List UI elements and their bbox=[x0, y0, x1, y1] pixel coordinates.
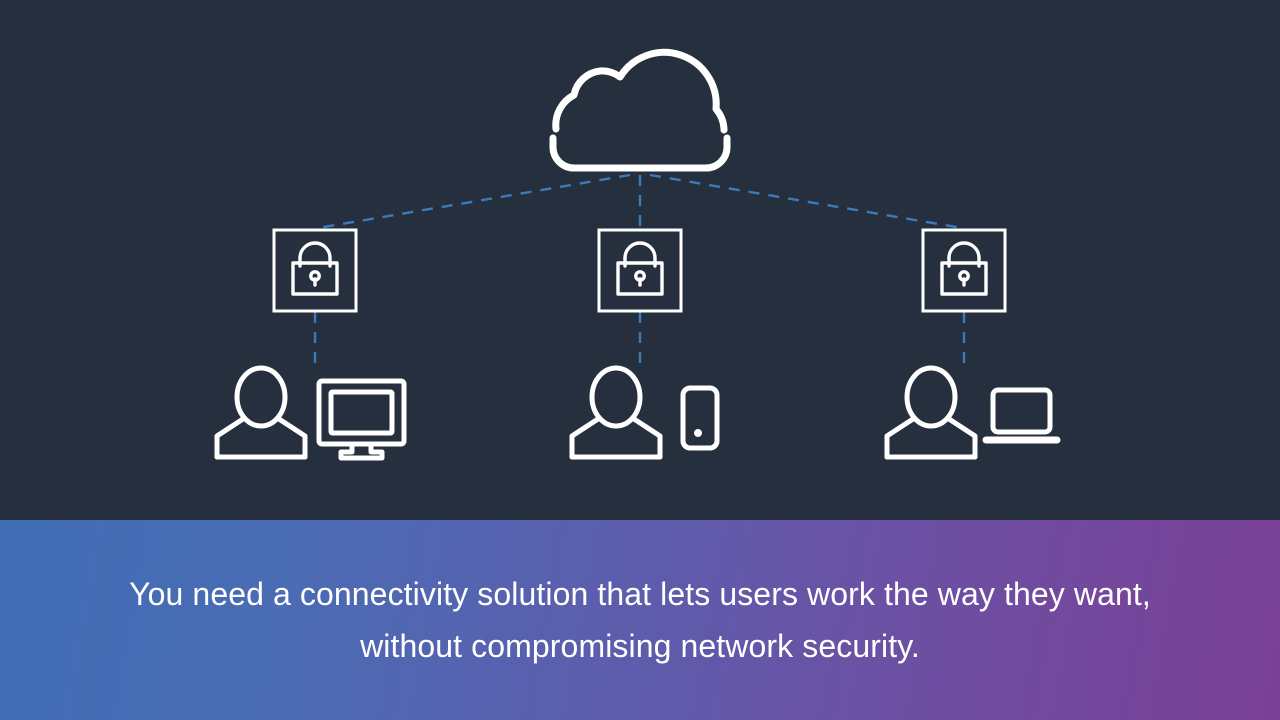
user-icon bbox=[884, 365, 978, 460]
connectivity-diagram bbox=[214, 48, 1061, 461]
lock-icon bbox=[616, 241, 664, 296]
desktop-monitor-icon bbox=[316, 378, 407, 461]
security-node-left[interactable] bbox=[272, 228, 358, 313]
endpoint-left[interactable] bbox=[214, 365, 407, 461]
user-icon bbox=[214, 365, 308, 460]
caption-bar: You need a connectivity solution that le… bbox=[0, 520, 1280, 720]
connection-cloud-to-left-lock bbox=[317, 173, 631, 230]
lock-frame bbox=[921, 228, 1007, 313]
connection-lines bbox=[317, 173, 963, 230]
endpoint-right[interactable] bbox=[884, 365, 1061, 460]
endpoint-center[interactable] bbox=[569, 365, 720, 460]
caption-line-2: without compromising network security. bbox=[360, 628, 920, 664]
lock-frame bbox=[597, 228, 683, 313]
caption-line-1: You need a connectivity solution that le… bbox=[129, 576, 1151, 612]
lock-icon bbox=[291, 241, 339, 296]
diagram-panel bbox=[214, 48, 1061, 461]
cloud-icon bbox=[549, 48, 731, 172]
user-icon bbox=[569, 365, 663, 460]
connection-lines-lower bbox=[313, 312, 966, 368]
laptop-icon bbox=[982, 387, 1061, 444]
mobile-phone-icon bbox=[680, 385, 720, 451]
security-node-right[interactable] bbox=[921, 228, 1007, 313]
connection-cloud-to-right-lock bbox=[649, 173, 963, 230]
lock-frame bbox=[272, 228, 358, 313]
security-node-center[interactable] bbox=[597, 228, 683, 313]
lock-icon bbox=[940, 241, 988, 296]
